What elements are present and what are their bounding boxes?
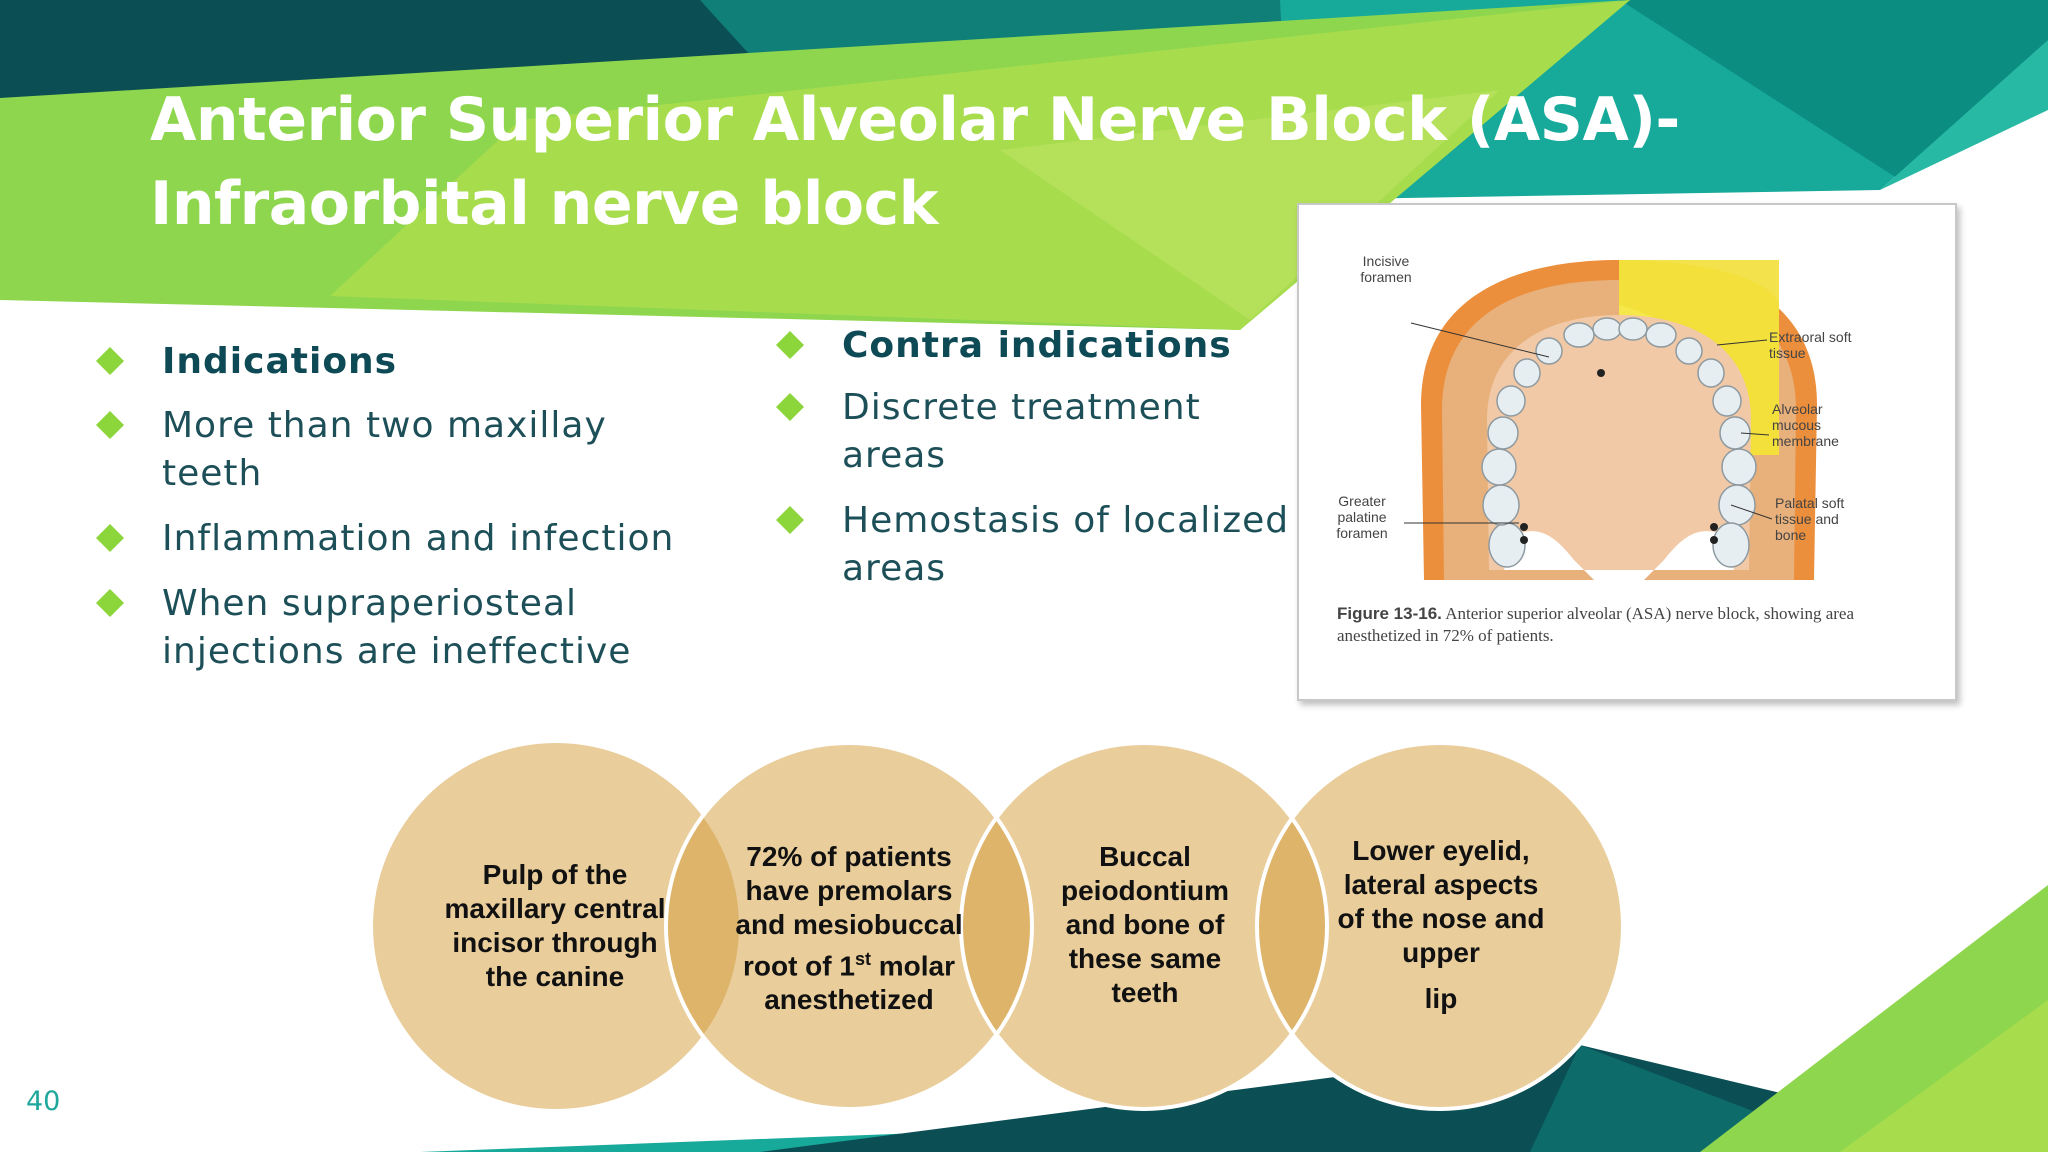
label-palatal-soft-tissue: Palatal soft tissue and bone — [1775, 495, 1845, 543]
list-item: Discrete treatment areas — [774, 384, 1294, 480]
circle-3-text: Buccal peiodontium and bone of these sam… — [1061, 841, 1229, 1008]
title-line-1: Anterior Superior Alveolar Nerve Block (… — [150, 85, 1680, 155]
label-alveolar-mucous-membrane: Alveolar mucous membrane — [1772, 401, 1839, 449]
page-number: 40 — [26, 1086, 61, 1117]
slide-title: Anterior Superior Alveolar Nerve Block (… — [150, 78, 1710, 246]
diamond-bullet-icon — [776, 506, 804, 534]
diamond-bullet-icon — [776, 393, 804, 421]
indications-list: Indications More than two maxillay teeth… — [94, 338, 694, 693]
diamond-bullet-icon — [96, 524, 124, 552]
indications-heading: Indications — [94, 338, 694, 386]
list-item: When supraperiosteal injections are inef… — [94, 580, 694, 676]
title-line-2: Infraorbital nerve block — [150, 169, 939, 239]
list-item: Inflammation and infection — [94, 515, 694, 563]
label-incisive-foramen: Incisive foramen — [1360, 253, 1412, 285]
contra-indications-list: Contra indications Discrete treatment ar… — [774, 322, 1294, 610]
diamond-bullet-icon — [96, 411, 124, 439]
circle-1-text: Pulp of the maxillary central incisor th… — [444, 859, 666, 992]
dental-arch-figure: Incisive foramen Greater palatine forame… — [1297, 203, 1957, 701]
contra-indications-heading: Contra indications — [774, 322, 1294, 370]
circle-2-text: 72% of patients have premolars and mesio… — [735, 841, 963, 1016]
list-item: More than two maxillay teeth — [94, 402, 694, 498]
diamond-bullet-icon — [96, 589, 124, 617]
diamond-bullet-icon — [776, 331, 804, 359]
circle-4-text: Lower eyelid, lateral aspects of the nos… — [1337, 835, 1545, 1014]
figure-caption: Figure 13-16. Anterior superior alveolar… — [1337, 604, 1854, 645]
list-item: Hemostasis of localized areas — [774, 497, 1294, 593]
label-extraoral-soft-tissue: Extraoral soft tissue — [1769, 329, 1852, 361]
diamond-bullet-icon — [96, 347, 124, 375]
maxillary-arch-illustration — [1404, 260, 1817, 585]
label-greater-palatine-foramen: Greater palatine foramen — [1336, 493, 1388, 541]
